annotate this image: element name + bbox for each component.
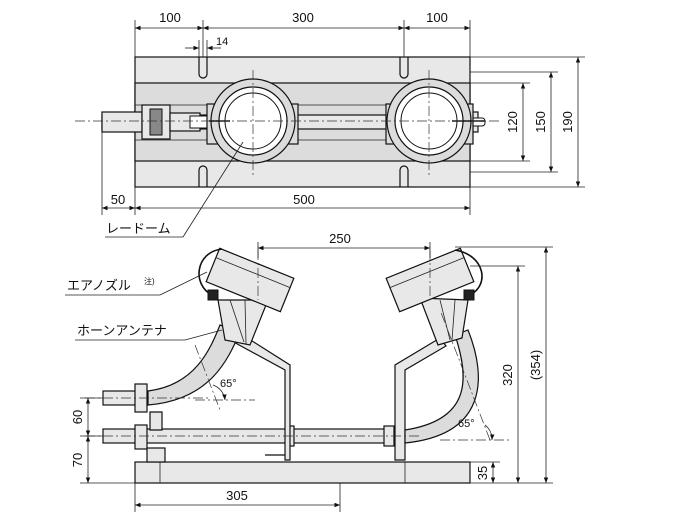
dim-top-center: 300 xyxy=(292,10,314,25)
top-dimensions: 100 300 100 14 50 500 xyxy=(101,10,585,215)
air-nozzle-right xyxy=(454,249,483,296)
angle-right: 65° xyxy=(458,418,475,430)
label-air-nozzle-note: 注) xyxy=(144,276,155,286)
horn-tube-right xyxy=(404,329,479,444)
top-view: 100 300 100 14 50 500 xyxy=(75,10,585,215)
dim-horn-spacing: 250 xyxy=(329,231,351,246)
radome-callout: レードーム xyxy=(105,141,244,238)
label-air-nozzle: エアノズル xyxy=(67,278,131,293)
dim-pipe-lower: 70 xyxy=(70,453,85,467)
dim-base-height: 35 xyxy=(475,466,490,480)
dim-total-width: 500 xyxy=(293,192,315,207)
dim-radome-height: 120 xyxy=(505,111,520,133)
dim-slot: 14 xyxy=(216,36,228,48)
side-dimensions: 250 320 (354) 35 60 70 305 xyxy=(70,231,553,512)
side-view: 65° 65° xyxy=(85,247,510,484)
dim-top-left: 100 xyxy=(159,10,181,25)
dim-offset-left: 50 xyxy=(111,192,125,207)
bracket-right xyxy=(394,337,447,461)
side-radome-right xyxy=(385,247,475,313)
air-nozzle-callout: エアノズル 注) xyxy=(65,271,208,296)
mount-slots xyxy=(198,57,409,187)
dim-total-height: 190 xyxy=(560,111,575,133)
angle-left: 65° xyxy=(220,378,237,390)
dim-overall-height: (354) xyxy=(528,350,543,380)
horn-antenna-callout: ホーンアンテナ xyxy=(75,323,223,341)
dim-pipe-upper: 60 xyxy=(70,410,85,424)
label-radome: レードーム xyxy=(106,221,171,236)
dim-top-right: 100 xyxy=(426,10,448,25)
label-horn-antenna: ホーンアンテナ xyxy=(77,323,167,338)
air-nozzle-left xyxy=(198,248,223,296)
dim-inner-height: 150 xyxy=(533,111,548,133)
dim-base-offset: 305 xyxy=(226,488,248,503)
side-radome-left xyxy=(205,247,295,313)
dim-horn-height: 320 xyxy=(500,364,515,386)
side-base-plate xyxy=(134,461,471,484)
